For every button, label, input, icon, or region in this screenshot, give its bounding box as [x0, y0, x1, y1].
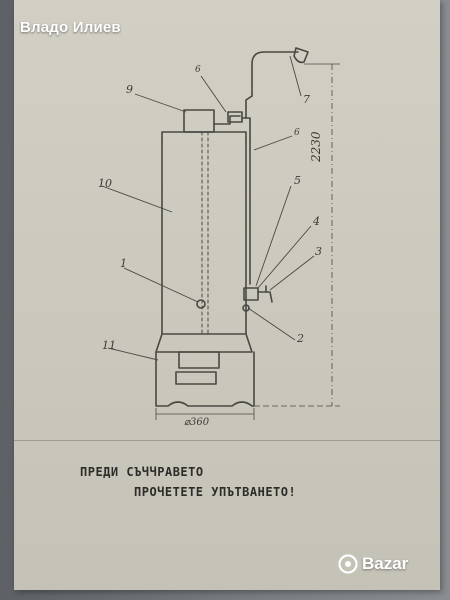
shower-arm — [251, 51, 299, 97]
bazar-logo: Bazar — [338, 554, 408, 574]
water-heater-drawing — [101, 47, 340, 420]
firebox-door-bottom — [175, 371, 217, 385]
label-part-7: 7 — [303, 93, 310, 106]
paper-fold-line — [14, 440, 440, 441]
riser-pipe — [241, 117, 251, 285]
shower-head — [293, 47, 309, 64]
label-part-10: 10 — [98, 177, 112, 190]
bazar-logo-icon — [338, 554, 358, 574]
center-fitting — [196, 299, 206, 309]
firebox-base — [155, 351, 255, 407]
label-part-5: 5 — [294, 174, 301, 187]
label-part-11: 11 — [102, 339, 116, 352]
firebox-door-top — [178, 351, 220, 369]
label-part-2: 2 — [297, 332, 304, 345]
label-part-6a: 6 — [195, 65, 201, 75]
heater-taper — [155, 333, 253, 353]
tap-assembly — [243, 287, 259, 301]
dimension-height: 2230 — [309, 131, 323, 162]
paper-shading — [14, 0, 440, 590]
seller-watermark: Владо Илиев — [20, 19, 121, 36]
label-part-6b: 6 — [294, 128, 300, 138]
label-part-3: 3 — [315, 245, 322, 258]
dimension-base-diameter: ⌀360 — [184, 417, 210, 428]
instruction-warning: ПРЕДИ СЪЧЧРАВЕТО ПРОЧЕТЕТЕ УПЪТВАНЕТО! — [80, 462, 400, 502]
warning-line-2: ПРОЧЕТЕТЕ УПЪТВАНЕТО! — [134, 485, 297, 499]
top-cap — [183, 109, 215, 133]
bazar-logo-text: Bazar — [362, 554, 409, 573]
outlet-pipe — [213, 115, 241, 125]
label-part-9: 9 — [126, 83, 133, 96]
label-part-4: 4 — [313, 215, 320, 228]
heater-cylinder — [161, 131, 247, 335]
paper-sheet: 9 6 7 6 10 1 5 4 3 2 11 2230 ⌀360 ПРЕДИ … — [14, 0, 440, 590]
warning-line-1: ПРЕДИ СЪЧЧРАВЕТО — [80, 465, 204, 479]
label-part-1: 1 — [120, 257, 127, 270]
